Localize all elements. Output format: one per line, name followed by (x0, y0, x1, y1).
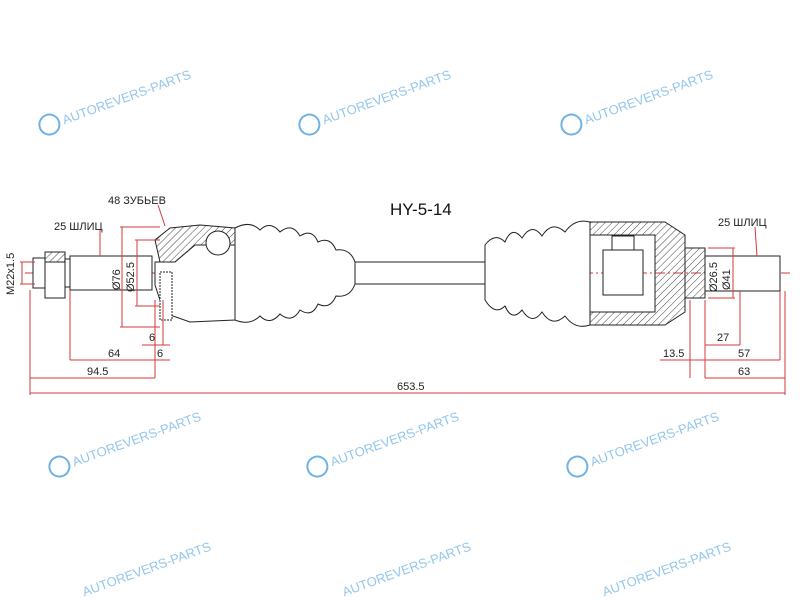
left-spline-label: 25 ШЛИЦ (54, 221, 103, 233)
tripod (602, 249, 644, 296)
dimension-lines (20, 204, 786, 395)
logo-icon (38, 113, 61, 136)
watermark-text: AUTOREVERS-PARTS (582, 67, 715, 128)
logo-icon (560, 113, 583, 136)
dim-total-length: 653.5 (397, 381, 425, 393)
watermark-text: AUTOREVERS-PARTS (80, 539, 213, 600)
inner-joint-housing-section (589, 221, 686, 326)
outer-boot (234, 224, 356, 323)
watermark-text: AUTOREVERS-PARTS (60, 67, 193, 128)
dim-64: 64 (108, 348, 120, 360)
logo-icon (298, 113, 321, 136)
nut (44, 261, 66, 299)
dim-63: 63 (738, 366, 750, 378)
diameter-41-label: Ø41 (721, 269, 733, 290)
outer-joint-housing (154, 244, 236, 323)
abs-ring (159, 271, 173, 321)
main-shaft (339, 261, 501, 285)
logo-icon (566, 455, 589, 478)
watermark-text: AUTOREVERS-PARTS (328, 409, 461, 470)
logo-icon (48, 455, 71, 478)
right-spline-label: 25 ШЛИЦ (718, 217, 767, 229)
watermark-text: AUTOREVERS-PARTS (340, 539, 473, 600)
dim-27: 27 (717, 332, 729, 344)
watermark-text: AUTOREVERS-PARTS (588, 409, 721, 470)
watermark-text: AUTOREVERS-PARTS (600, 539, 733, 600)
watermark-text: AUTOREVERS-PARTS (70, 409, 203, 470)
watermarks: AUTOREVERS-PARTS AUTOREVERS-PARTS AUTORE… (38, 67, 733, 600)
inner-boot (484, 220, 591, 327)
thread-label: M22x1.5 (5, 253, 17, 295)
part-number-title: HY-5-14 (390, 200, 452, 219)
left-stub-shaft (69, 255, 153, 291)
dim-6b: 6 (157, 348, 163, 360)
dim-94-5: 94.5 (87, 366, 108, 378)
nut-section (44, 251, 66, 263)
nut-collar (64, 258, 71, 288)
teeth-count-label: 48 ЗУБЬЕВ (108, 195, 166, 207)
axle-geometry (25, 220, 790, 327)
diameter-26-5-label: Ø26.5 (708, 262, 720, 292)
dim-6a: 6 (149, 332, 155, 344)
watermark-text: AUTOREVERS-PARTS (320, 67, 453, 128)
right-stub-shaft (704, 255, 781, 292)
diameter-76-label: Ø76 (111, 269, 123, 290)
logo-icon (306, 455, 329, 478)
dim-57: 57 (738, 348, 750, 360)
tripod-roller (611, 235, 635, 251)
dim-13-5: 13.5 (663, 348, 684, 360)
inner-stub-collar (684, 247, 706, 299)
diameter-52-5-label: Ø52.5 (125, 262, 137, 292)
ball (205, 230, 231, 256)
